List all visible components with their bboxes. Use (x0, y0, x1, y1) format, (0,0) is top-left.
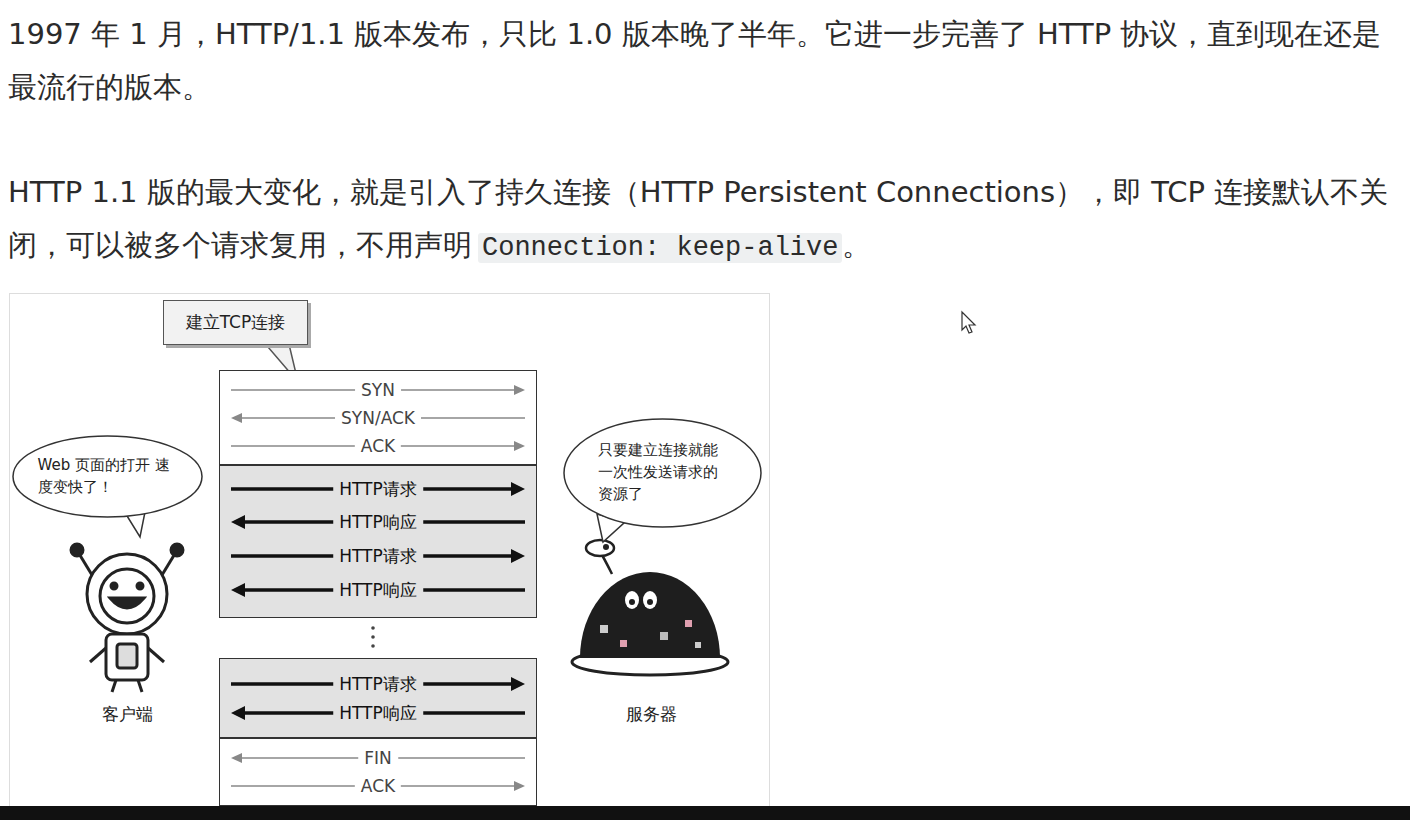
arrow-head (231, 413, 242, 423)
inline-code: Connection: keep-alive (478, 233, 842, 263)
ellipsis-dots (371, 626, 375, 648)
message-label: ACK (355, 435, 401, 455)
client-robot (71, 544, 183, 692)
bubble-text: Web 页面的打开 速度变快了！ (38, 455, 178, 499)
message-label: HTTP响应 (333, 702, 423, 722)
figure-caption: 客户端 (102, 704, 153, 724)
arrow-head (511, 677, 525, 691)
sequence-band: FIN ACK (219, 738, 537, 806)
arrow-head (231, 515, 245, 529)
message-label: HTTP请求 (333, 545, 423, 565)
arrow-head (231, 753, 242, 763)
sequence-band: HTTP请求 HTTP响应 (219, 658, 537, 738)
bubble-text: 只要建立连接就能 一次性发送请求的 资源了 (598, 440, 728, 505)
arrow-head (511, 482, 525, 496)
sequence-band: HTTP请求 HTTP响应 HTTP请求 HTTP响应 (219, 465, 537, 618)
server-creature (572, 540, 728, 675)
message-label: HTTP请求 (333, 478, 423, 498)
bubble-text-wrap: 只要建立连接就能 一次性发送请求的 资源了 (598, 440, 728, 505)
arrow-head (231, 583, 245, 597)
paragraph: 1997 年 1 月，HTTP/1.1 版本发布，只比 1.0 版本晚了半年。它… (8, 8, 1403, 114)
paragraph-text: 。 (842, 228, 871, 262)
callout-text: 建立TCP连接 (186, 311, 286, 334)
message-label: SYN (355, 379, 401, 399)
bubble-ellipse (13, 436, 202, 517)
bubble-text-wrap: Web 页面的打开 速度变快了！ (38, 455, 178, 499)
paragraph: HTTP 1.1 版的最大变化，就是引入了持久连接（HTTP Persisten… (8, 166, 1403, 275)
bottom-bar (0, 806, 1410, 820)
speech-bubble: Web 页面的打开 速度变快了！ (12, 435, 203, 518)
band-arrows (219, 658, 537, 738)
mouse-cursor (962, 312, 975, 333)
message-label: ACK (355, 775, 401, 795)
figure-caption: 服务器 (626, 704, 677, 724)
sequence-band: SYN SYN/ACK ACK (219, 370, 537, 465)
arrow-head (231, 706, 245, 720)
message-label: HTTP请求 (333, 673, 423, 693)
speech-bubble: 只要建立连接就能 一次性发送请求的 资源了 (563, 418, 762, 528)
arrow-head (514, 781, 525, 791)
callout-box: 建立TCP连接 (163, 300, 308, 345)
message-label: FIN (358, 747, 398, 767)
figure-frame (10, 294, 770, 807)
message-label: SYN/ACK (335, 407, 421, 427)
arrow-head (514, 441, 525, 451)
bubble-ellipse (564, 419, 761, 527)
bubble-outline (12, 435, 203, 518)
arrow-head (514, 385, 525, 395)
arrow-head (511, 549, 525, 563)
message-label: HTTP响应 (333, 579, 423, 599)
message-label: HTTP响应 (333, 511, 423, 531)
